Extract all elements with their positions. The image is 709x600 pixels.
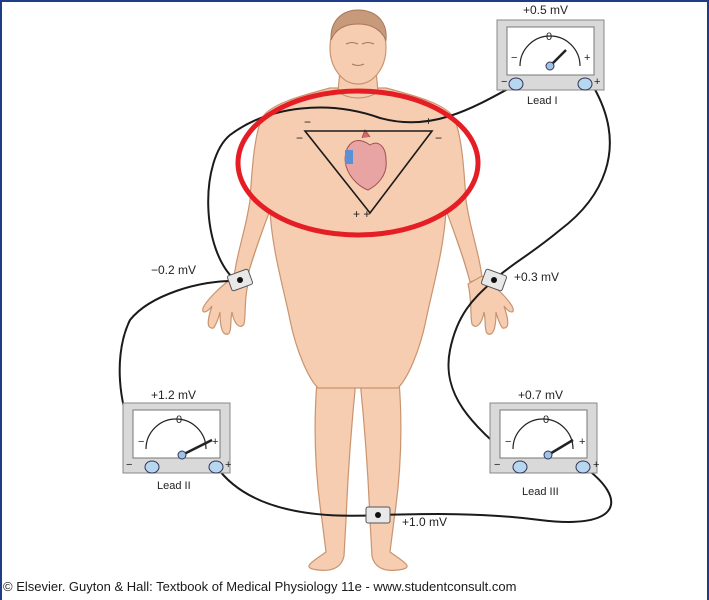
wire-lead2-plus <box>216 466 378 516</box>
lead1-name: Lead I <box>527 95 558 107</box>
lead3-terminal-minus: − <box>494 459 500 471</box>
lead2-terminal-plus: + <box>225 459 231 471</box>
lead2-scale-minus: − <box>138 436 144 448</box>
triangle-mark-top-left: − <box>304 115 311 129</box>
right-leg <box>309 370 356 570</box>
electrode-left-leg <box>366 507 390 523</box>
lead3-minus-terminal <box>513 461 527 473</box>
lead3-name: Lead III <box>522 486 559 498</box>
triangle-mark-bottom: + + <box>353 207 370 221</box>
lead3-zero: 0 <box>543 414 549 426</box>
left-leg-potential: +1.0 mV <box>402 515 447 529</box>
lead3-scale-plus: + <box>579 436 585 448</box>
lead1-minus-terminal <box>509 78 523 90</box>
torso <box>234 88 482 388</box>
lead2-scale-plus: + <box>212 436 218 448</box>
wire-lead3-plus <box>378 466 611 522</box>
triangle-mark-left: − <box>296 131 303 145</box>
lead2-name: Lead II <box>157 480 191 492</box>
lead2-terminal-minus: − <box>126 459 132 471</box>
copyright-caption: © Elsevier. Guyton & Hall: Textbook of M… <box>3 579 707 594</box>
lead2-plus-terminal <box>209 461 223 473</box>
lead1-scale-minus: − <box>511 52 517 64</box>
left-arm-potential: +0.3 mV <box>514 270 559 284</box>
lead2-value: +1.2 mV <box>151 388 196 402</box>
lead3-terminal-plus: + <box>593 459 599 471</box>
lead1-plus-terminal <box>578 78 592 90</box>
body-figure <box>203 12 514 570</box>
lead3-value: +0.7 mV <box>518 388 563 402</box>
lead3-plus-terminal <box>576 461 590 473</box>
lead1-terminal-minus: − <box>501 76 507 88</box>
triangle-mark-top-right: + <box>425 114 432 128</box>
electrode-right-arm <box>227 269 253 292</box>
wire-lead1-plus <box>494 86 610 280</box>
lead2-minus-terminal <box>145 461 159 473</box>
lead1-zero: 0 <box>546 31 552 43</box>
lead1-scale-plus: + <box>584 52 590 64</box>
left-leg <box>360 370 407 570</box>
lead1-value: +0.5 mV <box>523 3 568 17</box>
triangle-mark-right: − <box>435 131 442 145</box>
lead3-scale-minus: − <box>505 436 511 448</box>
lead1-terminal-plus: + <box>594 76 600 88</box>
right-arm-potential: −0.2 mV <box>151 263 196 277</box>
lead2-zero: 0 <box>176 414 182 426</box>
